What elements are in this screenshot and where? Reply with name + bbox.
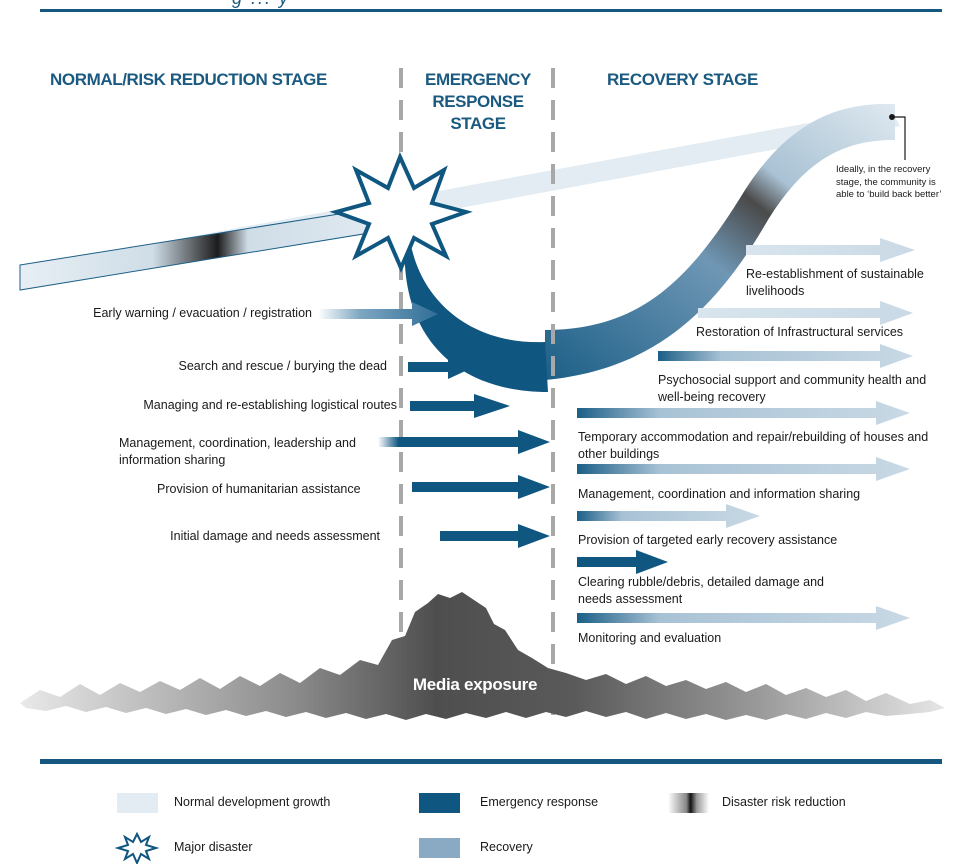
legend-swatch-emergency (419, 793, 460, 813)
stage-title-emergency-line3: STAGE (450, 114, 506, 133)
arrow-monitoring (577, 606, 910, 630)
legend-swatch-recovery (419, 838, 460, 858)
activity-psychosocial: Psychosocial support and community healt… (658, 373, 927, 404)
activity-monitoring: Monitoring and evaluation (578, 631, 722, 645)
legend-label-emergency: Emergency response (480, 795, 599, 809)
legend-label-drr: Disaster risk reduction (722, 795, 846, 809)
legend-swatch-normal-growth (117, 793, 158, 813)
activity-humanitarian: Provision of humanitarian assistance (157, 482, 361, 496)
stage-title-emergency-line1: EMERGENCY (425, 70, 531, 89)
arrow-infrastructure (698, 301, 913, 325)
arrow-livelihoods (746, 238, 915, 262)
activity-clearing-rubble: Clearing rubble/debris, detailed damage … (578, 575, 824, 606)
arrow-search-rescue (408, 355, 474, 379)
legend-label-major-disaster: Major disaster (174, 840, 253, 854)
stage-title-emergency: EMERGENCY RESPONSE STAGE (410, 69, 546, 135)
arrow-logistics (410, 394, 510, 418)
drr-tube (19, 204, 401, 291)
emergency-swoop (404, 240, 548, 392)
activity-temporary-accommodation: Temporary accommodation and repair/rebui… (578, 430, 929, 461)
note-leader-dot (889, 114, 895, 120)
legend-label-normal-growth: Normal development growth (174, 795, 331, 809)
arrow-humanitarian (412, 475, 550, 499)
media-exposure-shape (20, 592, 945, 720)
legend-swatch-drr (668, 793, 709, 813)
note-leader-line (893, 116, 906, 160)
arrow-management (378, 430, 550, 454)
arrow-early-warning (318, 302, 438, 326)
stage-title-normal: NORMAL/RISK REDUCTION STAGE (50, 70, 327, 89)
stage-title-emergency-line2: RESPONSE (432, 92, 524, 111)
legend-label-recovery: Recovery (480, 840, 533, 854)
activity-logistics: Managing and re-establishing logistical … (143, 398, 397, 412)
normal-arrows (318, 302, 550, 548)
arrow-temporary-accommodation (577, 401, 910, 425)
legend-star-icon (114, 831, 160, 864)
build-back-better-note: Ideally, in the recovery stage, the comm… (836, 164, 942, 200)
arrow-management-recovery (577, 457, 910, 481)
arrow-clearing-rubble (577, 550, 668, 574)
arrow-damage-assessment (440, 524, 550, 548)
activity-livelihoods: Re-establishment of sustainable liveliho… (746, 267, 924, 298)
bottom-rule (40, 759, 942, 764)
activity-targeted-assistance: Provision of targeted early recovery ass… (578, 533, 838, 547)
major-disaster-star-icon (329, 151, 473, 274)
activity-management-recovery: Management, coordination and information… (578, 487, 861, 501)
arrow-targeted-assistance (577, 504, 760, 528)
activity-search-rescue: Search and rescue / burying the dead (178, 359, 387, 373)
header-fragment: g ... y (232, 0, 290, 9)
activity-damage-assessment: Initial damage and needs assessment (170, 529, 380, 543)
top-rule (40, 9, 942, 12)
activity-management: Management, coordination, leadership and… (119, 436, 356, 467)
recovery-arrows (577, 238, 915, 630)
stage-title-recovery: RECOVERY STAGE (607, 70, 758, 89)
media-exposure-label: Media exposure (412, 675, 538, 694)
arrow-psychosocial (658, 344, 913, 368)
activity-infrastructure: Restoration of Infrastructural services (696, 325, 904, 339)
recovery-curve (545, 103, 895, 381)
activity-early-warning: Early warning / evacuation / registratio… (93, 306, 312, 320)
